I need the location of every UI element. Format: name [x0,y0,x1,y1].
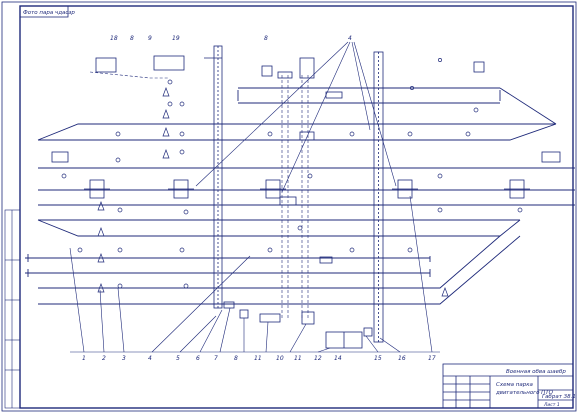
callout-bottom-7: 7 [214,355,218,362]
callout-top-3: 9 [148,35,152,42]
callout-top-2: 8 [130,35,134,42]
lifting-jacks [84,179,530,199]
callout-bottom-2: 2 [102,355,106,362]
title-block-name-line1: Схема парка [496,382,534,388]
crane-runway-left [204,45,223,309]
callout-top-4: 19 [172,35,180,42]
top-callouts: 18 8 9 19 8 4 [110,35,352,42]
callout-top-1: 18 [110,35,118,42]
callout-bottom-12: 12 [314,355,322,362]
track-layout [25,87,575,305]
callout-bottom-3: 3 [122,355,126,362]
callout-top-6: 4 [348,35,352,42]
callout-bottom-13: 14 [334,355,342,362]
inspection-pits [89,71,309,320]
signal-triangles [97,87,449,297]
title-block [442,363,574,409]
title-block-caption: Военная обва шаебр [506,369,566,375]
title-block-name-line2: двигательного ПТО [495,390,554,396]
callout-top-5: 8 [264,35,268,42]
column-markers [61,58,523,289]
callout-bottom-8: 8 [234,355,238,362]
callout-bottom-1: 1 [82,355,86,362]
callout-bottom-4: 4 [148,355,152,362]
title-block-format: Габрат 38.1 [542,394,576,400]
corner-stamp-text: Фото пара чдасзр [23,10,75,16]
binding-strip [4,209,21,409]
callout-bottom-15: 16 [398,355,406,362]
callout-bottom-9: 11 [254,355,262,362]
callout-bottom-6: 6 [196,355,200,362]
corner-stamp-box [19,5,69,18]
crane-runway-right [373,51,384,343]
equipment-blocks [51,55,561,349]
inner-frame [19,5,574,409]
callout-bottom-10: 10 [276,355,284,362]
callout-bottom-11: 11 [294,355,302,362]
bottom-callouts: 1 2 3 4 5 6 7 8 11 10 11 12 14 15 16 17 [82,355,436,362]
callout-bottom-14: 15 [374,355,382,362]
callout-bottom-16: 17 [428,355,436,362]
callout-bottom-5: 5 [176,355,180,362]
title-block-sheet: Лист 1 [543,402,560,408]
leader-lines [69,41,440,353]
